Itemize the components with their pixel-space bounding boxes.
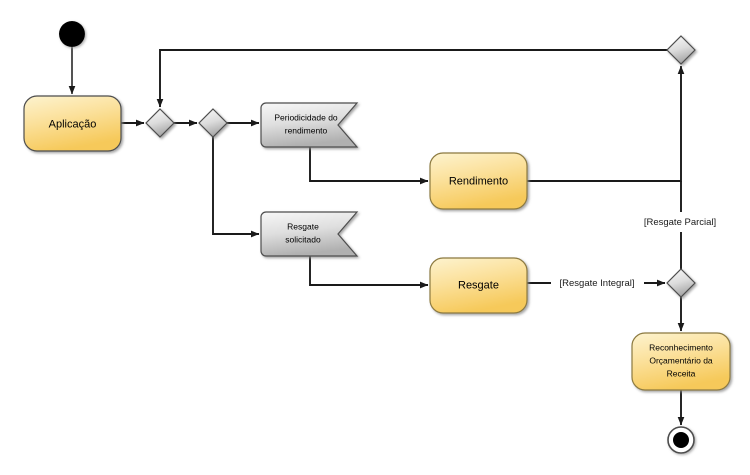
- guard-label-resgate-integral-text: [Resgate Integral]: [560, 278, 635, 289]
- edge-merge-top-to-merge1: [156, 49, 667, 108]
- merge-node-entrada[interactable]: [145, 108, 175, 138]
- signal-resgate-solicitado-label-line1: Resgate: [287, 221, 319, 231]
- start-node[interactable]: [59, 21, 85, 47]
- guard-label-resgate-parcial-text: [Resgate Parcial]: [644, 217, 716, 228]
- action-reconhecimento-label-line2: Orçamentário da: [649, 355, 713, 365]
- action-aplicacao[interactable]: Aplicação: [23, 95, 122, 152]
- signal-resgate-solicitado[interactable]: Resgate solicitado: [260, 211, 359, 257]
- action-reconhecimento-orcamentario[interactable]: Reconhecimento Orçamentário da Receita: [631, 332, 731, 391]
- edge-resgate-solicitado-to-resgate: [309, 256, 429, 289]
- guard-label-resgate-integral: [Resgate Integral]: [551, 275, 644, 292]
- action-reconhecimento-label-line3: Receita: [667, 368, 696, 378]
- edge-rendimento-to-merge-top: [527, 65, 685, 182]
- action-reconhecimento-label-line1: Reconhecimento: [649, 342, 713, 352]
- action-aplicacao-label: Aplicação: [49, 118, 97, 130]
- action-resgate-label: Resgate: [458, 279, 499, 291]
- guard-label-resgate-parcial: [Resgate Parcial]: [634, 214, 727, 231]
- action-rendimento[interactable]: Rendimento: [429, 152, 528, 210]
- edge-decision1-to-resgate-solicitado: [212, 137, 260, 238]
- action-rendimento-label: Rendimento: [449, 175, 508, 187]
- action-resgate[interactable]: Resgate: [429, 257, 528, 314]
- decision-node-tipo-evento[interactable]: [198, 108, 228, 138]
- signal-resgate-solicitado-label-line2: solicitado: [285, 234, 321, 244]
- merge-node-retorno-aplicacao[interactable]: [666, 35, 696, 65]
- signal-periodicidade-label-line2: rendimento: [285, 125, 328, 135]
- end-node[interactable]: [667, 426, 695, 454]
- edge-periodicidade-to-rendimento: [309, 147, 429, 185]
- signal-periodicidade-label-line1: Periodicidade do: [274, 112, 338, 122]
- merge-node-resgate[interactable]: [666, 268, 696, 298]
- signal-periodicidade-do-rendimento[interactable]: Periodicidade do rendimento: [260, 102, 359, 148]
